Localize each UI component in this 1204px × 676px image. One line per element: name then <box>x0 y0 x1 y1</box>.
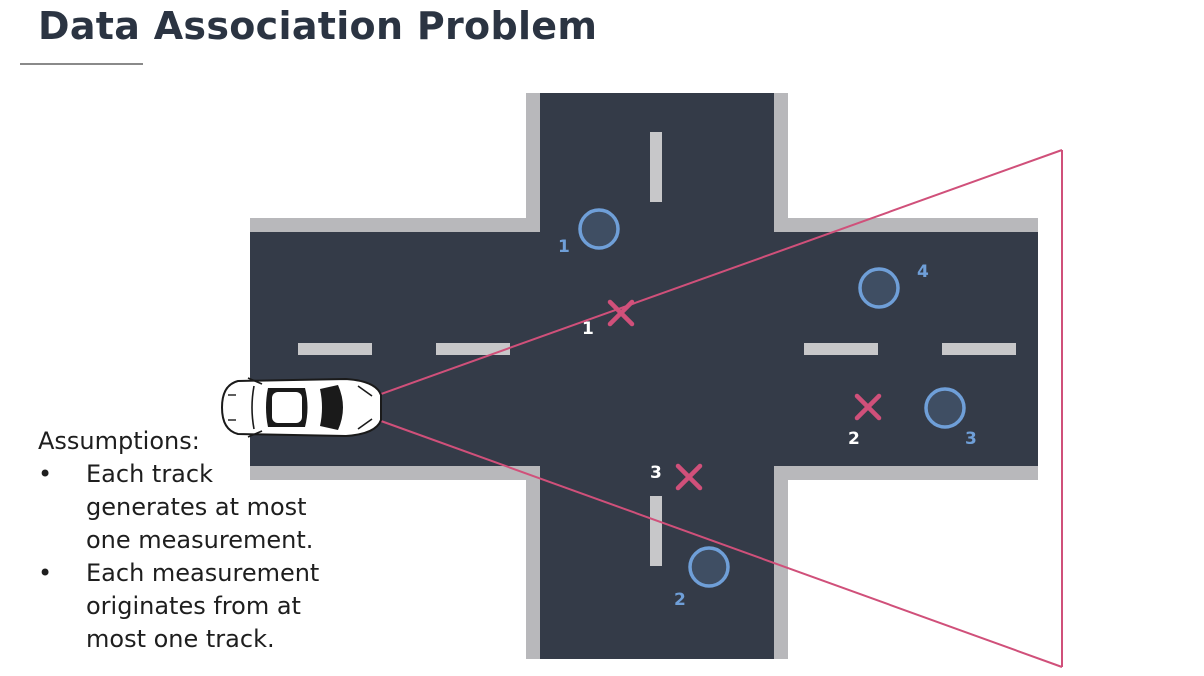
measurement-3: 3 <box>650 463 703 491</box>
track-circle-icon <box>858 267 900 309</box>
track-circle-icon <box>578 208 620 250</box>
track-1: 1 <box>558 208 620 257</box>
track-label: 4 <box>917 262 929 282</box>
page-title: Data Association Problem <box>38 4 598 48</box>
bullet: • <box>38 460 53 488</box>
track-label: 3 <box>965 429 977 449</box>
list-item: • Each measurement originates from at mo… <box>38 557 319 656</box>
assumption-line: most one track. <box>86 625 275 653</box>
measurement-2: 2 <box>848 393 882 449</box>
track-3: 3 <box>924 387 977 449</box>
track-2: 2 <box>674 546 730 610</box>
assumption-line: one measurement. <box>86 526 314 554</box>
assumptions-heading: Assumptions: <box>38 427 200 455</box>
measurement-label: 3 <box>650 463 662 483</box>
sensor-fov <box>380 149 1063 668</box>
assumption-line: originates from at <box>86 592 301 620</box>
car-icon <box>220 377 382 438</box>
assumption-line: Each measurement <box>86 559 320 587</box>
assumption-line: generates at most <box>86 493 307 521</box>
list-item: • Each track generates at most one measu… <box>38 458 319 557</box>
title-underline <box>20 63 143 65</box>
lane-markings <box>298 132 1016 566</box>
track-label: 2 <box>674 590 686 610</box>
measurement-x-icon <box>675 463 703 491</box>
track-4: 4 <box>858 262 929 309</box>
measurement-label: 1 <box>582 319 594 339</box>
assumptions-list: • Each track generates at most one measu… <box>38 458 319 656</box>
measurement-x-icon <box>854 393 882 421</box>
measurement-label: 2 <box>848 429 860 449</box>
bullet: • <box>38 559 53 587</box>
assumptions-panel: Assumptions: • Each track generates at m… <box>38 425 319 656</box>
road-surface <box>250 93 1038 659</box>
track-circle-icon <box>924 387 966 429</box>
assumption-line: Each track <box>86 460 213 488</box>
track-circle-icon <box>688 546 730 588</box>
track-label: 1 <box>558 237 570 257</box>
